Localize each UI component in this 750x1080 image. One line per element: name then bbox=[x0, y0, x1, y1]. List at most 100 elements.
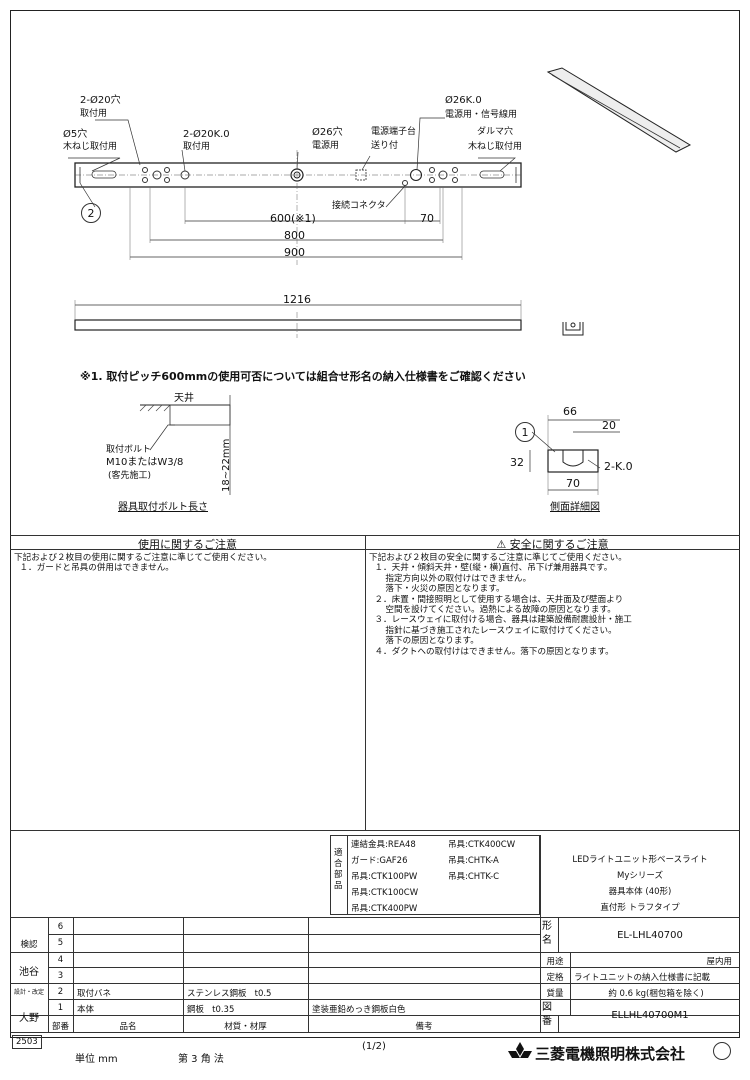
part-3: 吊具:CTK100PW bbox=[351, 872, 418, 882]
bom-note: 塗装亜鉛めっき鋼板白色 bbox=[312, 1005, 406, 1015]
divider bbox=[48, 999, 540, 1000]
usage-title: 使用に関するご注意 bbox=[138, 538, 237, 551]
hole-26-use: 電源用 bbox=[312, 141, 340, 151]
safety-title: 安全に関するご注意 bbox=[509, 538, 609, 551]
dim-1216: 1216 bbox=[283, 293, 311, 306]
youto-value: 屋内用 bbox=[706, 957, 732, 967]
product-box bbox=[540, 835, 740, 917]
drawing-frame bbox=[10, 10, 740, 1038]
daruma-use: 木ねじ取付用 bbox=[468, 142, 523, 152]
divider bbox=[10, 952, 540, 953]
bom-no: 5 bbox=[57, 938, 64, 948]
parts-box bbox=[330, 835, 540, 915]
unit-label: 単位 mm bbox=[75, 1054, 118, 1065]
dim-70: 70 bbox=[420, 212, 434, 225]
bolt-caption: 器具取付ボルト長さ bbox=[118, 502, 208, 513]
terminal-label: 電源端子台 bbox=[371, 127, 417, 137]
approval-ono: 大野 bbox=[19, 1013, 39, 1024]
youto-label: 用途 bbox=[546, 957, 564, 967]
balloon-1: 1 bbox=[515, 422, 535, 442]
warning-icon: ⚠ bbox=[496, 538, 510, 551]
divider bbox=[10, 1015, 740, 1016]
divider bbox=[73, 917, 74, 1032]
hole-5-use: 木ねじ取付用 bbox=[63, 142, 118, 152]
technical-drawing bbox=[68, 67, 692, 495]
product-line-2: Myシリーズ bbox=[617, 871, 663, 881]
bom-material: 鋼板 t0.35 bbox=[187, 1005, 235, 1015]
divider bbox=[10, 1032, 740, 1033]
hole-26-label: Ø26穴 bbox=[312, 127, 343, 138]
projection-label: 第 3 角 法 bbox=[178, 1054, 224, 1065]
bom-no: 2 bbox=[57, 987, 64, 997]
zuban-number: ELLHL40700M1 bbox=[611, 1010, 689, 1021]
part-7: 吊具:CHTK-A bbox=[448, 856, 499, 866]
divider bbox=[540, 999, 740, 1000]
bom-no: 3 bbox=[57, 971, 64, 981]
hole-26k-use: 電源用・信号線用 bbox=[445, 110, 518, 120]
bolt-label-2: M10またはW3/8 bbox=[106, 457, 184, 468]
bolt-length: 18~22mm bbox=[221, 438, 232, 492]
part-8: 吊具:CHTK-C bbox=[448, 872, 500, 882]
daruma-label: ダルマ穴 bbox=[477, 127, 514, 137]
bom-material: ステンレス鋼板 t0.5 bbox=[187, 989, 272, 999]
product-line-3: 器具本体 (40形) bbox=[608, 887, 672, 897]
bom-header-note: 備考 bbox=[415, 1022, 433, 1032]
divider bbox=[10, 917, 740, 918]
shitsuryo-label: 質量 bbox=[546, 989, 564, 999]
mitsubishi-logo-icon bbox=[508, 1042, 532, 1058]
approval-code: 2503 bbox=[12, 1035, 42, 1049]
divider bbox=[365, 535, 366, 830]
bolt-label-3: (客先施工) bbox=[108, 471, 152, 481]
model-number: EL-LHL40700 bbox=[617, 930, 683, 941]
divider bbox=[10, 535, 740, 536]
company-logo: 三菱電機照明株式会社 bbox=[505, 1040, 741, 1064]
footnote: ※1. 取付ピッチ600mmの使用可否については組合せ形名の納入仕様書をご確認く… bbox=[80, 370, 526, 383]
hole-26k-label: Ø26K.0 bbox=[445, 95, 482, 106]
side-dim-70: 70 bbox=[566, 477, 580, 490]
usage-body: 下記および２枚目の使用に関するご注意に準じてご使用ください。 １．ガードと吊具の… bbox=[14, 553, 272, 574]
divider bbox=[558, 917, 559, 952]
divider bbox=[48, 917, 49, 1032]
safety-title-wrap: ⚠ 安全に関するご注意 bbox=[365, 536, 740, 551]
bom-name: 本体 bbox=[77, 1005, 95, 1015]
teikaku-value: ライトユニットの納入仕様書に記載 bbox=[574, 973, 711, 983]
dim-600: 600(※1) bbox=[270, 212, 316, 225]
divider bbox=[540, 917, 541, 1032]
bom-name: 取付バネ bbox=[77, 989, 112, 999]
hole-5-label: Ø5穴 bbox=[63, 129, 88, 140]
divider bbox=[540, 952, 740, 953]
side-dim-20: 20 bbox=[602, 419, 616, 432]
hole-2-20-label: 2-Ø20穴 bbox=[80, 95, 121, 106]
part-1: 連結金具:REA48 bbox=[351, 840, 416, 850]
divider bbox=[183, 917, 184, 1032]
parts-header: 適合部品 bbox=[334, 848, 343, 891]
hole-2-20k-label: 2-Ø20K.0 bbox=[183, 129, 230, 140]
approval-ikeya: 池谷 bbox=[19, 967, 39, 978]
bom-no: 6 bbox=[57, 922, 64, 932]
hole-2-20k-use: 取付用 bbox=[183, 142, 211, 152]
side-k: 2-K.0 bbox=[604, 460, 633, 473]
zuban-label: 図番 bbox=[542, 1002, 552, 1027]
divider bbox=[347, 835, 348, 915]
bom-no: 1 bbox=[57, 1003, 64, 1013]
side-dim-66: 66 bbox=[563, 405, 577, 418]
bom-no: 4 bbox=[57, 955, 64, 965]
company-name: 三菱電機照明株式会社 bbox=[535, 1045, 686, 1063]
ceiling-label: 天井 bbox=[174, 393, 194, 404]
connector-label: 接続コネクタ bbox=[332, 201, 386, 211]
balloon-2: 2 bbox=[81, 203, 101, 223]
hole-2-20-use: 取付用 bbox=[80, 109, 108, 119]
terminal-use: 送り付 bbox=[371, 141, 399, 151]
circle-mark-icon bbox=[713, 1042, 731, 1060]
teikaku-label: 定格 bbox=[546, 973, 564, 983]
safety-body: 下記および２枚目の安全に関するご注意に準じてご使用ください。 １．天井・傾斜天井… bbox=[369, 553, 632, 657]
divider bbox=[558, 1015, 559, 1032]
divider bbox=[308, 917, 309, 1032]
bom-header-no: 部番 bbox=[51, 1022, 69, 1032]
product-line-4: 直付形 トラフタイプ bbox=[600, 903, 680, 913]
divider bbox=[540, 967, 740, 968]
page-number: (1/2) bbox=[362, 1041, 386, 1052]
bolt-label-1: 取付ボルト bbox=[106, 445, 152, 455]
divider bbox=[570, 952, 571, 1015]
side-dim-32: 32 bbox=[510, 456, 524, 469]
